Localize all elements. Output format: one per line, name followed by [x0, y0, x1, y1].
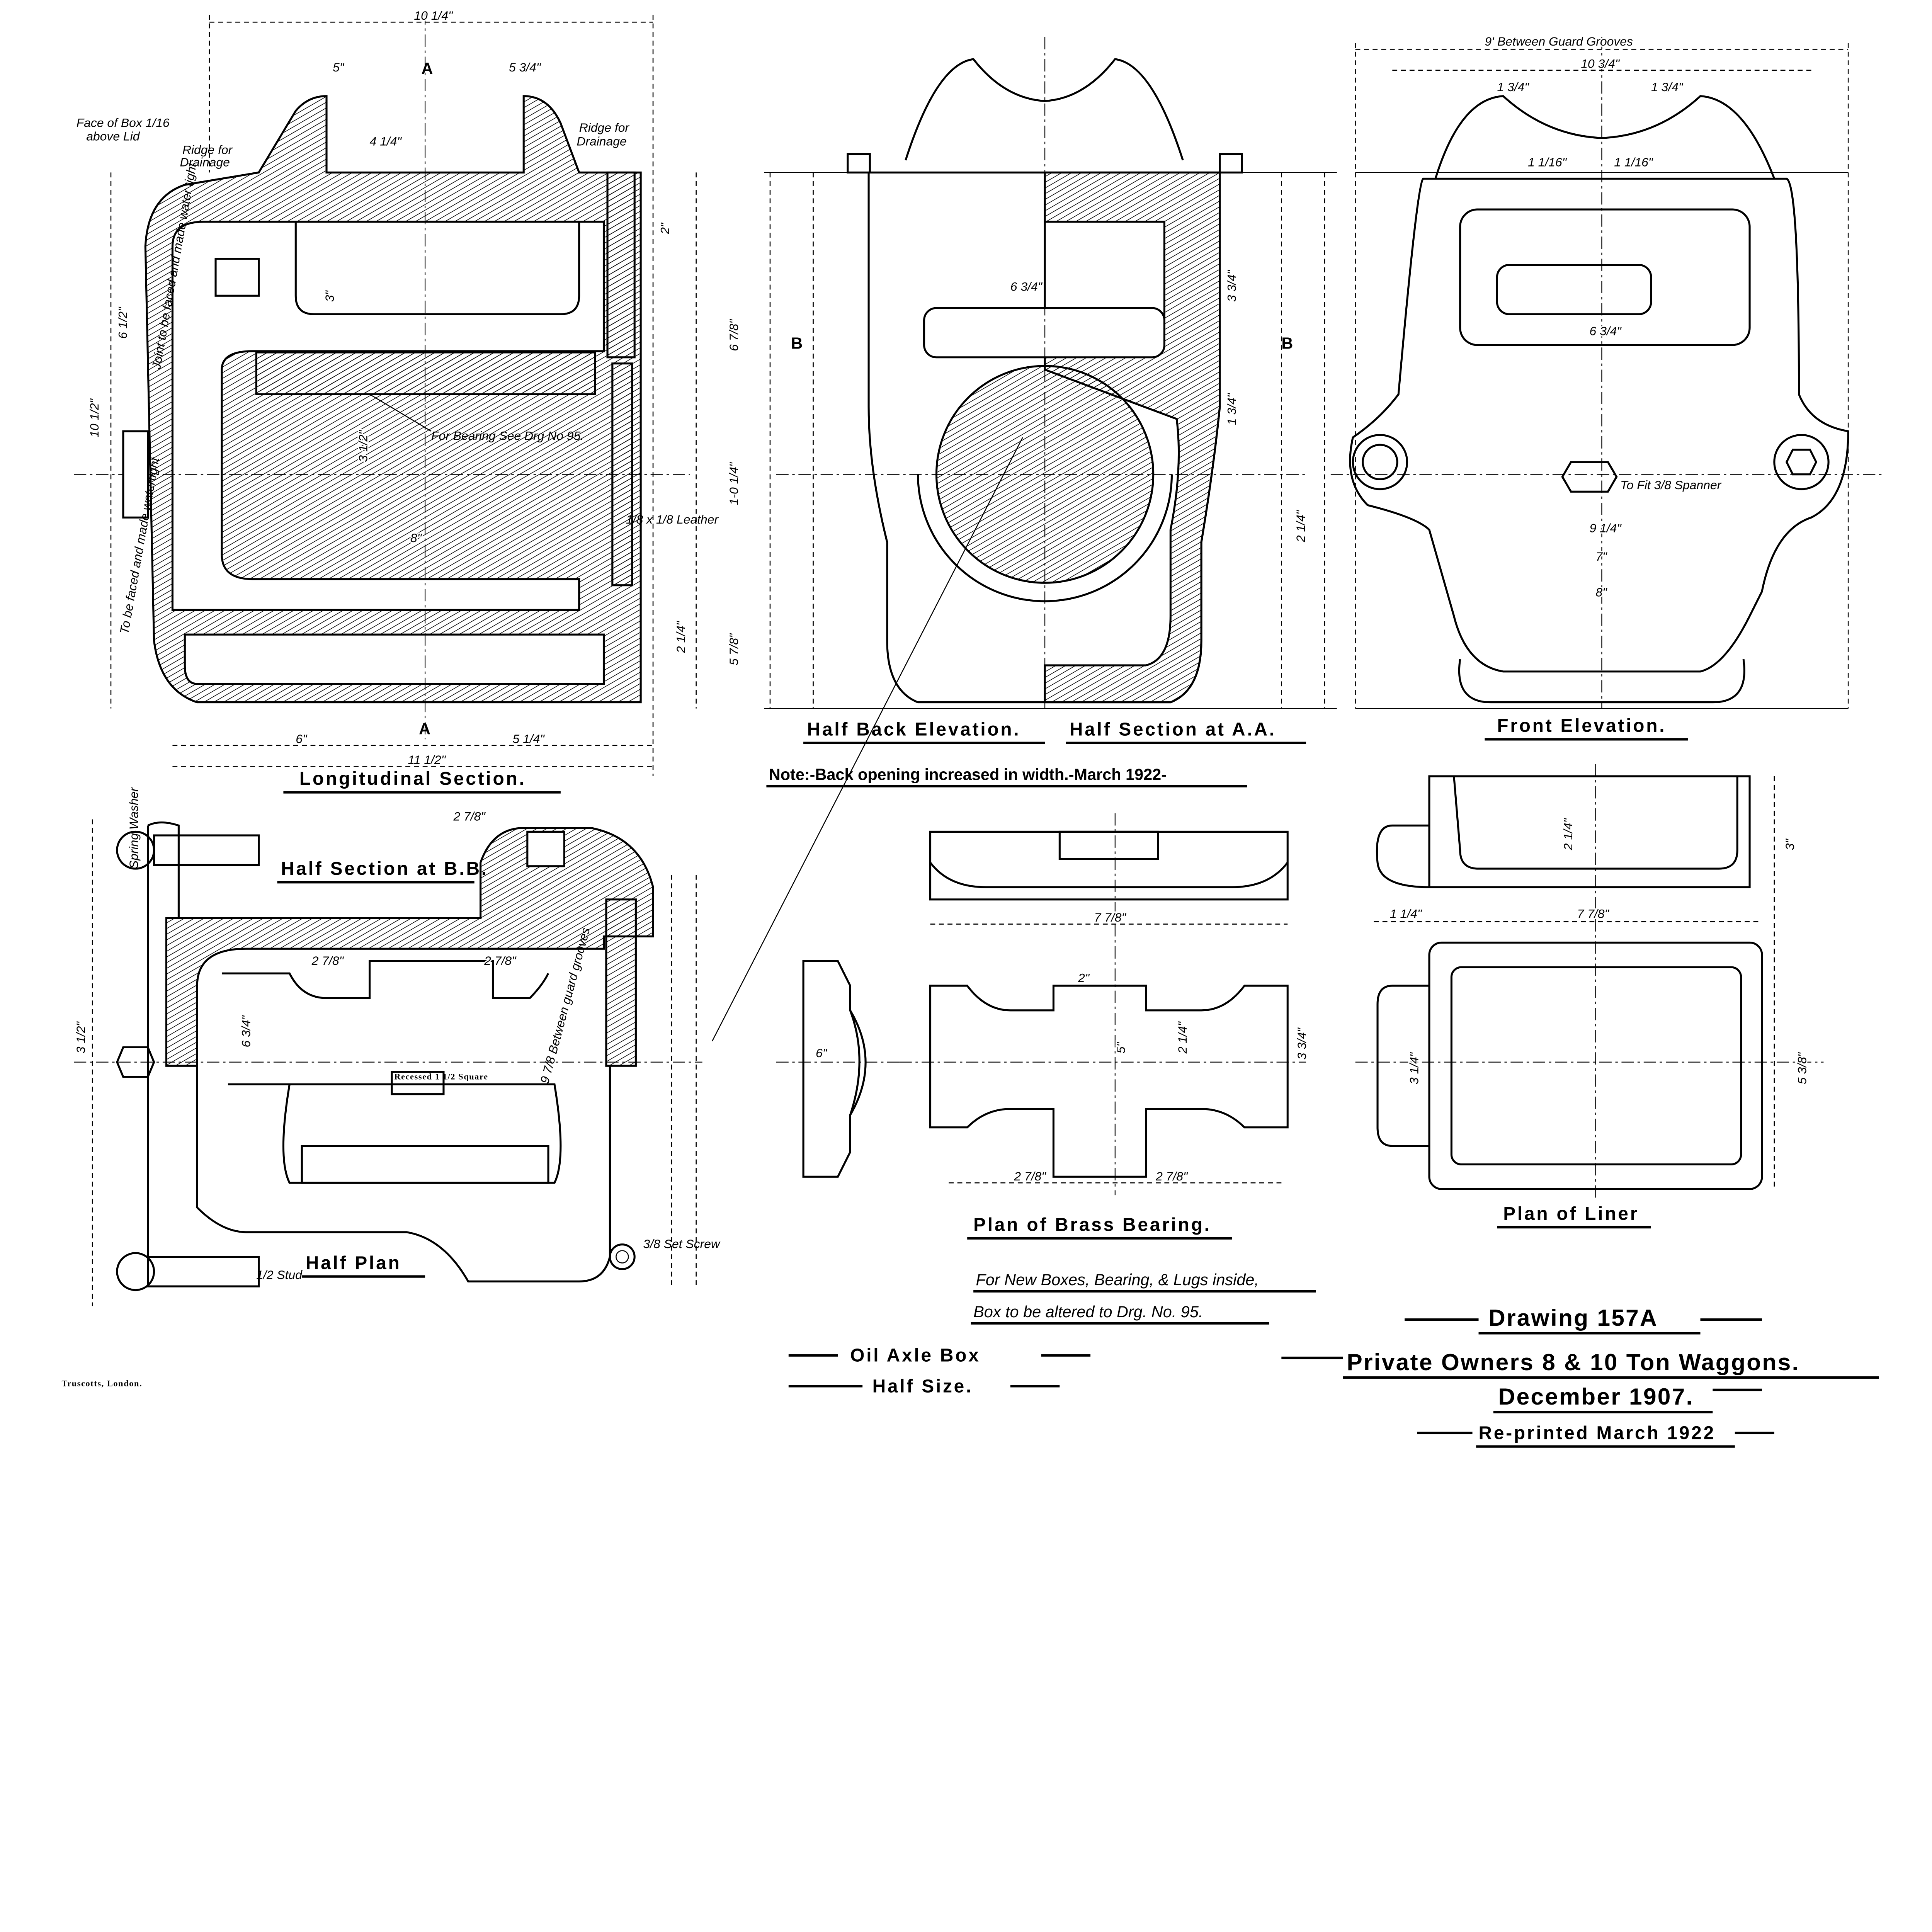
ridge-note-left-2: Drainage [180, 155, 230, 169]
dimension: 6 7/8" [727, 319, 741, 351]
dimension: 2 7/8" [311, 954, 344, 968]
dimension: 2 1/4" [1175, 1021, 1189, 1054]
dimension: 5" [333, 60, 345, 74]
dimension: 2 1/4" [1561, 818, 1575, 850]
dimension: 6 3/4" [1010, 280, 1043, 294]
dimension: 1 3/4" [1225, 393, 1238, 425]
dimension: 5" [1114, 1042, 1128, 1054]
dimension: 5 3/8" [1795, 1052, 1809, 1084]
face-of-box-note: Face of Box 1/16 [77, 116, 170, 129]
ridge-note-right-2: Drainage [577, 134, 626, 148]
dimension: 2" [658, 222, 672, 235]
ridge-note-right: Ridge for [579, 121, 630, 134]
ridge-note-left: Ridge for [182, 143, 233, 157]
spring-washer-note: Spring Washer [127, 787, 141, 869]
view-title-plan-of-liner: Plan of Liner [1503, 1204, 1639, 1224]
dimension: 8" [410, 531, 422, 545]
dimension: 11 1/2" [408, 753, 446, 767]
dimension: 4 1/4" [370, 134, 402, 148]
dimension: 6 3/4" [1590, 324, 1622, 338]
dimension: 2 7/8" [1014, 1169, 1046, 1183]
view-title-half-section-aa: Half Section at A.A. [1070, 719, 1276, 740]
lug-side-view [776, 960, 900, 1178]
section-mark-a-top: A [422, 59, 433, 77]
leather-label: 1/8 x 1/8 Leather [626, 512, 719, 526]
dimension: 1 3/4" [1651, 80, 1684, 94]
dimension: 2 7/8" [1155, 1169, 1188, 1183]
recessed-note: Recessed 1 1/2 Square [394, 1071, 488, 1081]
part-scale: Half Size. [872, 1376, 973, 1396]
section-mark-b-left: B [791, 334, 803, 352]
dimension: 5 1/4" [513, 732, 545, 746]
engineering-drawing: A A Face of Box 1/16 above Lid Ridge for… [61, 9, 1885, 1448]
view-title-half-plan: Half Plan [306, 1253, 401, 1273]
drawing-number: Drawing 157A [1488, 1304, 1658, 1331]
dimension: 3 3/4" [1295, 1027, 1309, 1060]
dimension: 9 1/4" [1590, 521, 1622, 535]
half-plan-view [74, 819, 702, 1306]
stud-note: 1/2 Stud [256, 1268, 303, 1282]
dimension: 1 1/16" [1614, 155, 1653, 169]
dimension: 1 1/16" [1528, 155, 1567, 169]
view-title-front-elevation: Front Elevation. [1497, 716, 1666, 736]
view-title-longitudinal-section: Longitudinal Section. [299, 769, 526, 789]
set-screw-note: 3/8 Set Screw [643, 1237, 721, 1251]
dimension: 6" [296, 732, 308, 746]
longitudinal-section-view [74, 12, 697, 776]
view-title-half-section-bb: Half Section at B.B. [281, 859, 488, 879]
dimension: 3 1/2" [356, 430, 370, 462]
view-title-half-back-elevation: Half Back Elevation. [807, 719, 1021, 740]
dimension: 5 7/8" [727, 633, 741, 665]
dimension: 3 1/4" [1407, 1052, 1421, 1084]
dimension: 10 1/4" [414, 9, 453, 22]
dimension: 2 7/8" [453, 810, 486, 823]
dimension: 2 1/4" [674, 621, 688, 653]
face-of-box-note-2: above Lid [86, 129, 140, 143]
bearing-reference-note: For Bearing See Drg No 95. [431, 429, 584, 442]
section-mark-b-right: B [1281, 334, 1293, 352]
part-name: Oil Axle Box [850, 1345, 980, 1366]
dimension: 3 1/2" [74, 1021, 88, 1054]
dimension: 3" [323, 290, 337, 302]
dimension: 7 7/8" [1094, 910, 1127, 924]
dimension: 7" [1595, 549, 1607, 563]
dimension: 6 1/2" [116, 306, 129, 339]
dimension: 6 3/4" [239, 1015, 253, 1048]
front-elevation-view [1330, 37, 1885, 709]
new-boxes-note-line-1: For New Boxes, Bearing, & Lugs inside, [976, 1270, 1259, 1289]
guard-grooves-plan-note: 9 7/8 Between guard grooves [537, 926, 593, 1085]
liner-view [1355, 764, 1824, 1202]
dimension: 10 3/4" [1581, 56, 1620, 70]
dimension: 3" [1783, 838, 1797, 850]
dimension: 7 7/8" [1577, 907, 1610, 921]
half-back-elevation-view [711, 37, 1337, 1042]
spanner-note: To Fit 3/8 Spanner [1620, 478, 1721, 492]
dimension: 2 1/4" [1294, 510, 1308, 543]
guard-grooves-note: 9' Between Guard Grooves [1485, 34, 1633, 48]
view-title-plan-of-brass-bearing: Plan of Brass Bearing. [973, 1215, 1211, 1235]
dimension: 1-0 1/4" [727, 462, 741, 505]
dimension: 10 1/2" [87, 398, 101, 437]
back-opening-note: Note:-Back opening increased in width.-M… [769, 765, 1167, 783]
printer-credit: Truscotts, London. [61, 1378, 142, 1388]
dimension: 2 7/8" [484, 954, 517, 968]
dimension: 2" [1078, 971, 1090, 985]
dimension: 1 1/4" [1390, 907, 1422, 921]
dimension: 5 3/4" [509, 60, 541, 74]
dimension: 3 3/4" [1225, 269, 1238, 302]
new-boxes-note-line-2: Box to be altered to Drg. No. 95. [973, 1303, 1203, 1321]
dimension: 8" [1595, 585, 1607, 599]
dimension: 6" [816, 1046, 828, 1060]
section-mark-a-bottom: A [419, 720, 430, 738]
dimension: 1 3/4" [1497, 80, 1529, 94]
drawing-date: December 1907. [1498, 1383, 1694, 1410]
brass-bearing-view [899, 813, 1306, 1196]
drawing-subject: Private Owners 8 & 10 Ton Waggons. [1347, 1349, 1799, 1375]
reprint-date: Re-printed March 1922 [1479, 1423, 1716, 1443]
